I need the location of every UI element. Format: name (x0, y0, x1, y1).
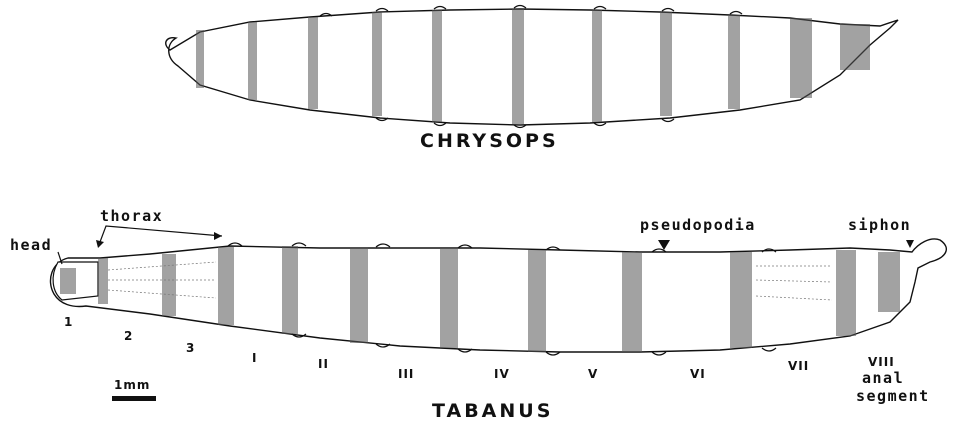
thoracic-segment-1: 1 (64, 315, 73, 329)
chrysops-body-outline (166, 9, 898, 125)
abdominal-segment-II: II (318, 357, 329, 371)
abdominal-segment-III: III (398, 367, 414, 381)
thorax-label: thorax (100, 207, 163, 225)
thoracic-segment-2: 2 (124, 329, 133, 343)
chrysops-label: CHRYSOPS (420, 130, 559, 152)
abdominal-segment-I: I (252, 351, 257, 365)
segment-label: segment (856, 387, 930, 405)
abdominal-segment-VIII: VIII (868, 355, 895, 369)
siphon-arrow (906, 240, 914, 248)
abdominal-segment-IV: IV (494, 367, 510, 381)
pseudopodia-label: pseudopodia (640, 216, 756, 234)
scale-bar: 1mm (112, 378, 156, 401)
chrysops-larva (166, 6, 898, 128)
abdominal-segment-V: V (588, 367, 598, 381)
tabanus-label: TABANUS (432, 400, 553, 422)
abdominal-segment-VI: VI (690, 367, 706, 381)
scale-bar-line (112, 396, 156, 401)
head-label: head (10, 236, 52, 254)
thorax-arrow-left (96, 240, 104, 248)
abdominal-segment-VII: VII (788, 359, 809, 373)
thorax-arrow-right (214, 232, 222, 240)
scale-bar-label: 1mm (114, 378, 150, 392)
thoracic-segment-3: 3 (186, 341, 195, 355)
thorax-bracket (100, 226, 222, 242)
tabanus-larva (50, 239, 946, 355)
siphon-label: siphon (848, 216, 911, 234)
anal-label: anal (862, 369, 904, 387)
